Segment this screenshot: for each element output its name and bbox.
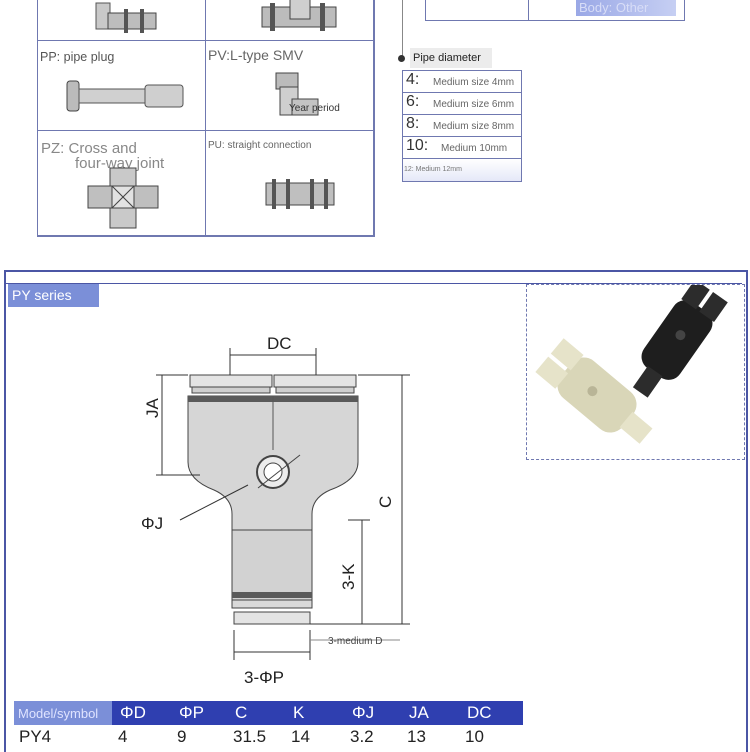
pipe-row: 8: Medium size 8mm	[403, 115, 521, 137]
py-header-line	[6, 283, 742, 284]
cross-label-line1: PZ: Cross and	[41, 140, 137, 157]
grid-cell-pipe-plug: PP: pipe plug	[38, 41, 206, 131]
header-phi-d: ΦD	[120, 703, 146, 722]
py-technical-drawing	[156, 348, 410, 660]
cross-label-line2: four-way joint	[75, 155, 165, 172]
pipe-row-num: 8:	[406, 115, 420, 132]
pipe-row: 6: Medium size 6mm	[403, 93, 521, 115]
header-phi-j: ΦJ	[352, 703, 375, 722]
body-box: Body: Other	[425, 0, 685, 21]
dim-phi-j: ΦJ	[141, 514, 164, 533]
dim-c: C	[376, 495, 395, 508]
pipe-diameter-title-box: Pipe diameter	[410, 48, 492, 68]
cell-c: 31.5	[233, 727, 267, 746]
py-series-label: PY series	[12, 287, 72, 303]
fittings-grid: PP: pipe plug PV:L-type SMV Year period …	[37, 0, 375, 237]
header-k: K	[293, 703, 305, 722]
pipe-footer-row: 12: Medium 12mm	[403, 159, 521, 181]
spec-table: Model/symbol ΦD ΦP C K ΦJ JA DC PY4 4 9 …	[14, 701, 524, 746]
bullet-dot	[398, 55, 405, 62]
pipe-footer-text: 12: Medium 12mm	[404, 166, 462, 173]
pipe-row: 4: Medium size 4mm	[403, 71, 521, 93]
pipe-row-text: Medium 10mm	[441, 143, 508, 154]
tee-fitting-image	[261, 0, 337, 31]
header-c: C	[235, 703, 248, 722]
spec-table-header: Model/symbol ΦD ΦP C K ΦJ JA DC	[14, 701, 523, 725]
cell-phi-j: 3.2	[350, 727, 374, 746]
header-ja: JA	[409, 703, 429, 722]
dim-ja: JA	[143, 398, 162, 418]
cell-phi-d: 4	[118, 727, 128, 746]
cell-ja: 13	[407, 727, 426, 746]
pipe-row-num: 4:	[406, 71, 420, 88]
pipe-row-text: Medium size 4mm	[433, 77, 515, 88]
grid-cell-l-type: PV:L-type SMV Year period	[206, 41, 374, 131]
header-model-symbol: Model/symbol	[18, 706, 99, 721]
py-series-tab: PY series	[8, 284, 99, 307]
dim-three-phi-p: 3-ΦP	[244, 668, 285, 687]
grid-cell-cross: PZ: Cross and four-way joint	[38, 131, 206, 236]
py-fittings-photo	[535, 279, 728, 444]
dim-dc: DC	[267, 334, 292, 353]
straight-label: PU: straight connection	[208, 140, 312, 151]
grid-cell-top-right	[206, 0, 374, 41]
header-phi-p: ΦP	[179, 703, 204, 722]
grid-cell-straight: PU: straight connection	[206, 131, 374, 236]
l-type-fitting-image	[275, 72, 319, 116]
pipe-row: 10: Medium 10mm	[403, 137, 521, 159]
cell-model: PY4	[19, 727, 52, 746]
cell-k: 14	[291, 727, 310, 746]
pipe-diameter-table: 4: Medium size 4mm 6: Medium size 6mm 8:…	[402, 70, 522, 182]
grid-cell-top-left	[38, 0, 206, 41]
pipe-plug-image	[66, 80, 184, 112]
cell-phi-p: 9	[177, 727, 187, 746]
connector-line	[402, 0, 403, 58]
header-dc: DC	[467, 703, 492, 722]
straight-fitting-image	[265, 179, 335, 209]
product-photo-box	[526, 279, 745, 460]
py-section-frame	[4, 270, 748, 752]
pipe-row-num: 10:	[406, 137, 429, 154]
three-medium-d-note: 3-medium D	[328, 636, 383, 647]
pipe-row-text: Medium size 6mm	[433, 99, 515, 110]
pipe-row-text: Medium size 8mm	[433, 121, 515, 132]
l-type-label: PV:L-type SMV	[208, 47, 304, 63]
cell-dc: 10	[465, 727, 484, 746]
pipe-diameter-title: Pipe diameter	[413, 52, 481, 64]
elbow-fitting-image	[95, 2, 157, 33]
year-period-note: Year period	[289, 103, 340, 114]
dim-three-k: 3-K	[339, 563, 358, 590]
body-label: Body: Other	[579, 0, 649, 15]
cross-fitting-image	[87, 167, 159, 229]
pipe-row-num: 6:	[406, 93, 420, 110]
pipe-plug-label: PP: pipe plug	[40, 50, 115, 64]
